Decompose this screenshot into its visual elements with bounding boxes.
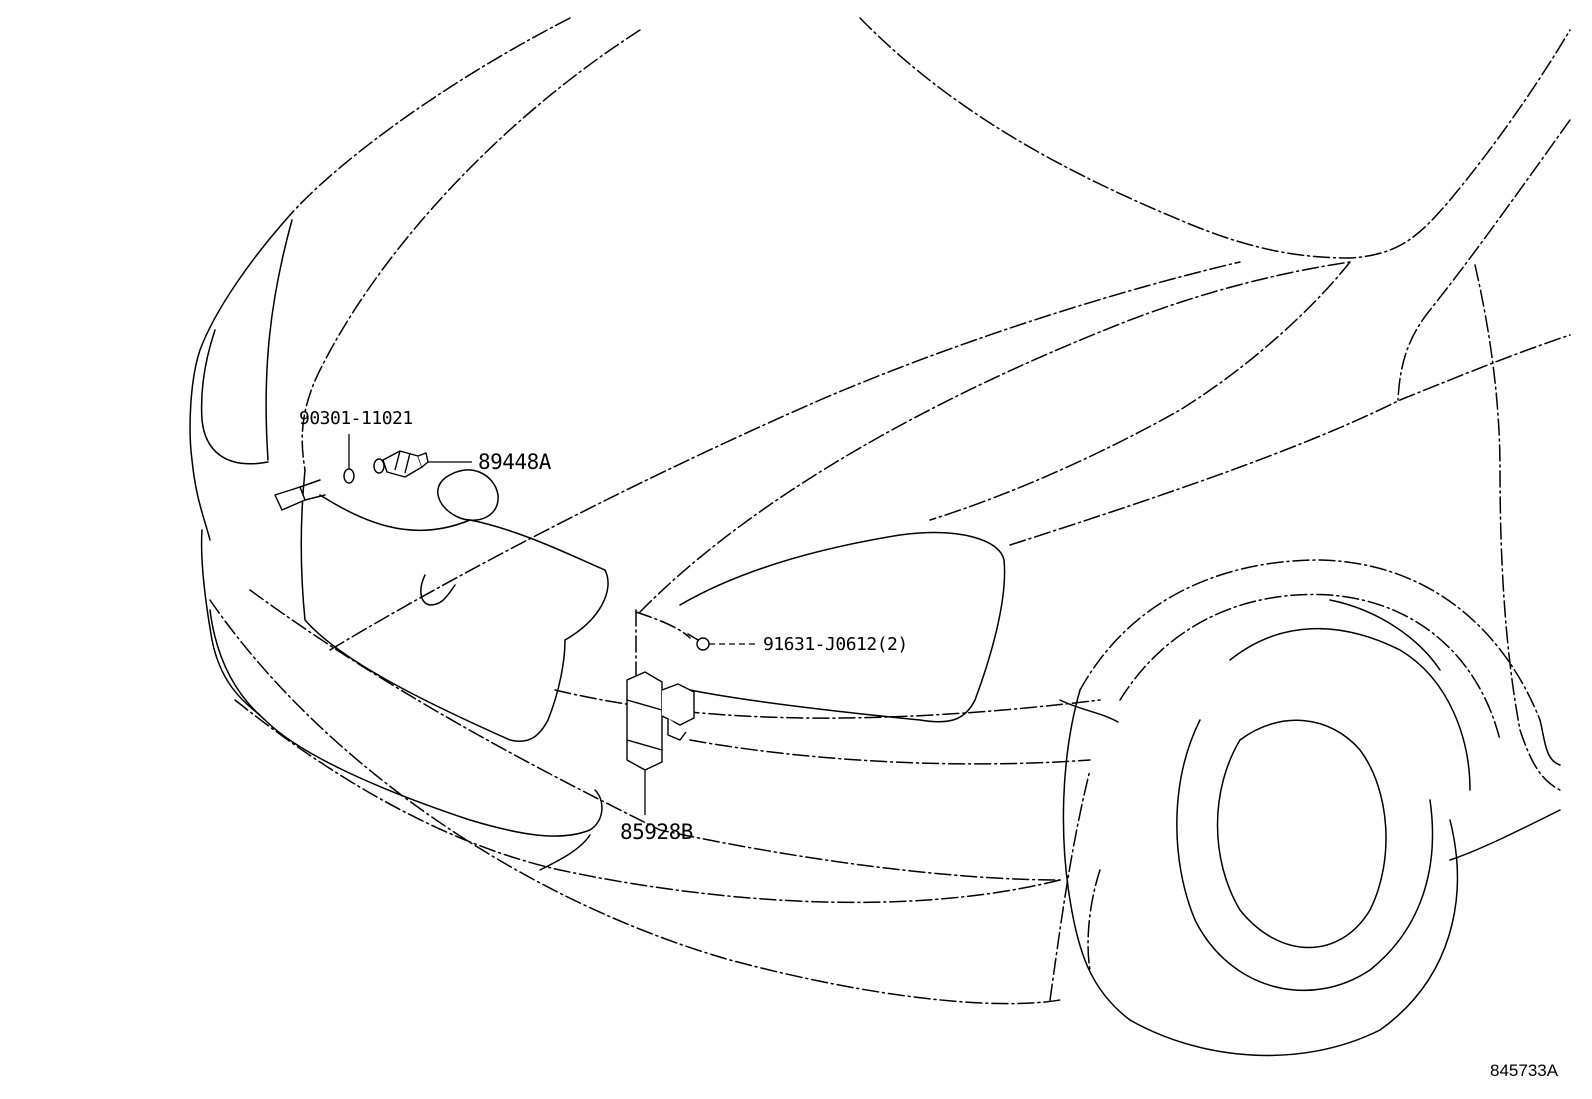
callout-label-89448a: 89448A [478, 450, 551, 474]
grommet-part [343, 468, 355, 484]
bolt-part [687, 633, 710, 651]
sensor-module-part [626, 671, 695, 771]
callout-label-90301-11021: 90301-11021 [299, 408, 413, 429]
hood-switch-part [373, 450, 429, 478]
callout-label-91631-j0612: 91631-J0612(2) [763, 634, 908, 655]
diagram-reference-number: 845733A [1490, 1061, 1559, 1080]
leader-lines [348, 434, 758, 815]
callout-label-85928b: 85928B [620, 820, 693, 844]
hood-latch-bracket [274, 479, 326, 511]
vehicle-solid-outline [189, 214, 1561, 1057]
vehicle-body-outline [209, 17, 1571, 1005]
